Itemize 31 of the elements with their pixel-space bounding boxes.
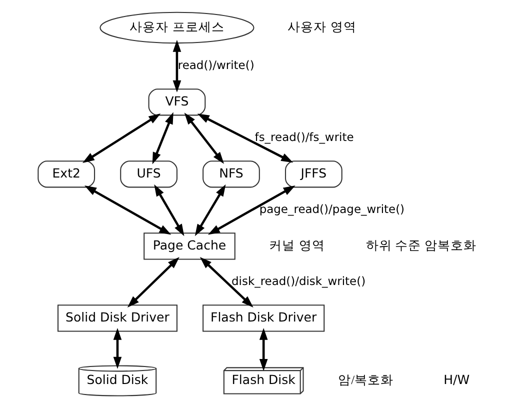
arrow <box>172 40 182 92</box>
node-ellipse: 사용자 프로세스 <box>100 12 254 44</box>
node-box: Flash Disk Driver <box>202 304 325 332</box>
edge-label: disk_read()/disk_write() <box>232 274 366 288</box>
node-box: JFFS <box>284 160 342 188</box>
arrow <box>208 186 296 235</box>
node-box: NFS <box>202 160 260 188</box>
arrow <box>184 112 224 164</box>
label: H/W <box>444 372 470 387</box>
label: 암/복호화 <box>338 372 394 387</box>
edge-label: page_read()/page_write() <box>259 202 405 216</box>
edge-label: fs_read()/fs_write <box>254 130 354 144</box>
arrow <box>113 328 122 369</box>
label: 사용자 영역 <box>288 18 357 34</box>
arrow <box>200 257 254 308</box>
arrow <box>259 328 268 371</box>
arrow <box>152 112 174 164</box>
node-box: Ext2 <box>38 160 96 188</box>
arrow <box>194 184 226 236</box>
arrow <box>84 186 172 235</box>
label: 커널 영역 <box>268 237 325 252</box>
node-box: Page Cache <box>144 232 236 260</box>
arrow <box>154 184 184 236</box>
label: 하위 수준 암복호화 <box>366 238 476 252</box>
edge-label: read()/write() <box>178 58 254 72</box>
arrow <box>82 114 161 163</box>
node-box: VFS <box>148 88 206 116</box>
arrow <box>197 114 294 163</box>
node-box: UFS <box>120 160 178 188</box>
node-box: Solid Disk Driver <box>57 304 178 332</box>
arrow <box>127 256 180 308</box>
